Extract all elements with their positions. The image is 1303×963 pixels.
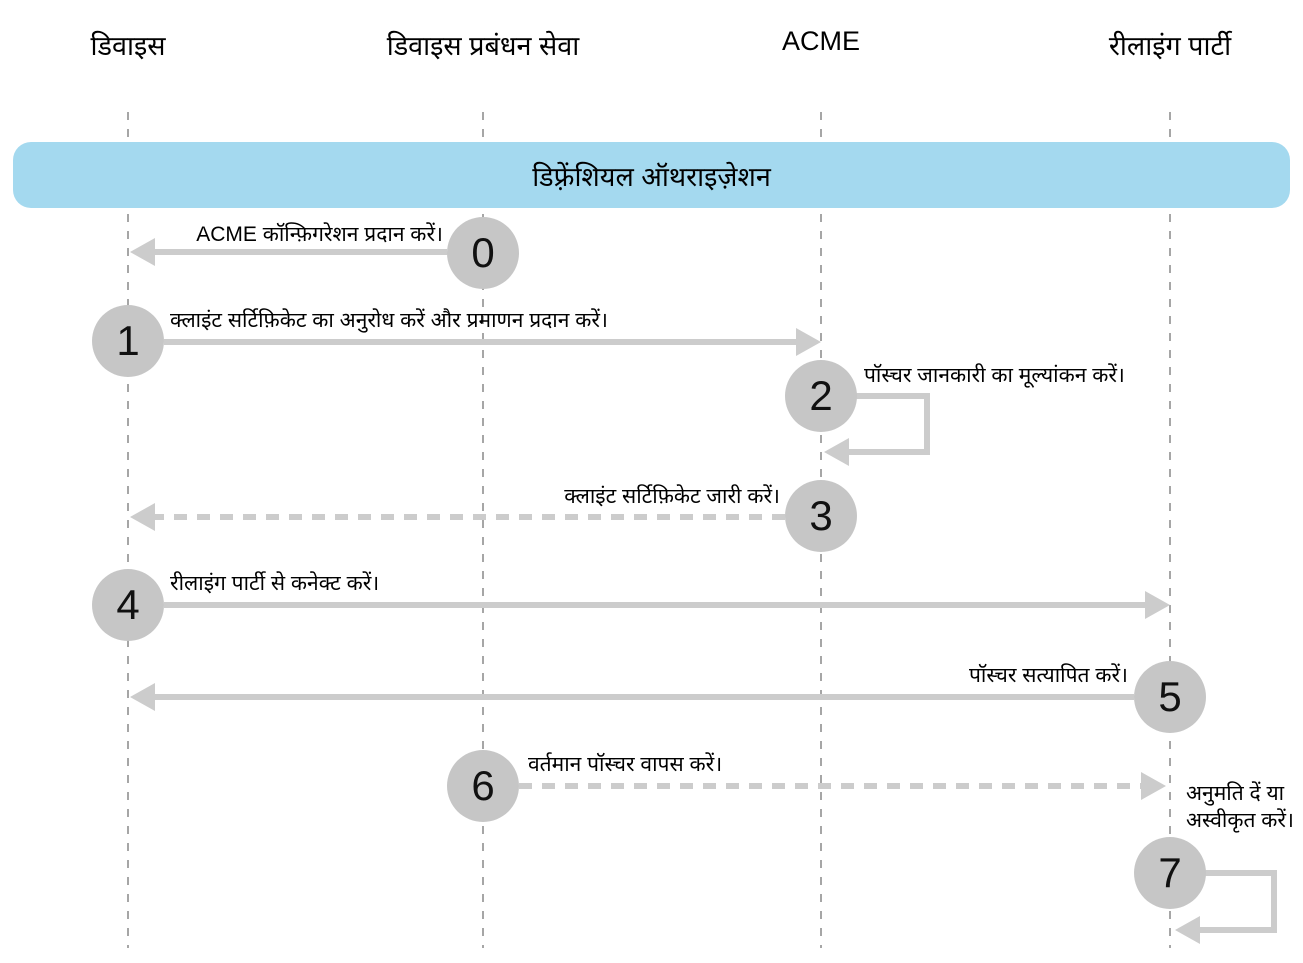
step-1-circle: 1 <box>92 305 164 377</box>
step-0-arrow <box>130 238 447 266</box>
arrowhead-right <box>796 328 821 356</box>
actor-label-mdm: डिवाइस प्रबंधन सेवा <box>386 31 580 61</box>
actor-label-acme: ACME <box>781 26 861 56</box>
step-7-self-loop <box>1175 870 1277 944</box>
arrowhead-left <box>1175 916 1200 944</box>
step-3-label: क्लाइंट सर्टिफ़िकेट जारी करें। <box>564 485 780 508</box>
step-3-arrow <box>130 503 785 531</box>
step-6-label: वर्तमान पॉस्चर वापस करें। <box>528 753 723 776</box>
arrowhead-right <box>1145 591 1170 619</box>
step-1-arrow <box>164 328 821 356</box>
step-7-label: अनुमति दें या अस्वीकृत करें। <box>1186 782 1294 832</box>
step-5-circle: 5 <box>1134 661 1206 733</box>
arrowhead-left <box>130 503 155 531</box>
step-4-label: रीलाइंग पार्टी से कनेक्ट करें। <box>170 572 380 595</box>
arrowhead-left <box>130 238 155 266</box>
step-4-arrow <box>164 591 1170 619</box>
step-6-arrow <box>519 772 1166 800</box>
step-0-label: ACME कॉन्फ़िगरेशन प्रदान करें। <box>196 223 443 246</box>
step-2-self-loop <box>824 393 930 466</box>
phase-banner-label: डिफ़्रेंशियल ऑथराइज़ेशन <box>532 161 771 192</box>
step-5-label: पॉस्चर सत्यापित करें। <box>968 664 1128 687</box>
phase-banner: डिफ़्रेंशियल ऑथराइज़ेशन <box>13 142 1290 208</box>
arrowhead-right <box>1141 772 1166 800</box>
actor-label-device: डिवाइस <box>90 31 166 61</box>
arrowhead-left <box>824 438 849 466</box>
step-2-label: पॉस्चर जानकारी का मूल्यांकन करें। <box>864 364 1125 387</box>
step-6-circle: 6 <box>447 750 519 822</box>
step-4-circle: 4 <box>92 569 164 641</box>
step-3-circle: 3 <box>785 480 857 552</box>
step-0-circle: 0 <box>447 217 519 289</box>
step-7-circle: 7 <box>1134 837 1206 909</box>
arrowhead-left <box>130 683 155 711</box>
step-1-label: क्लाइंट सर्टिफ़िकेट का अनुरोध करें और प्… <box>170 309 608 332</box>
step-2-circle: 2 <box>785 360 857 432</box>
actor-label-relying: रीलाइंग पार्टी <box>1108 31 1232 61</box>
step-5-arrow <box>130 683 1134 711</box>
